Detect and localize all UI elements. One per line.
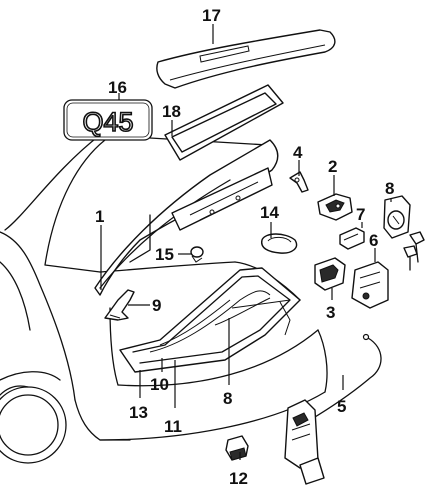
callout-11: 11 [164,417,182,436]
part-16-q45-emblem: Q45 [63,99,153,141]
callout-1: 1 [95,207,104,226]
part-3-actuator [314,257,346,291]
emblem-text: Q45 [82,107,133,137]
callout-7: 7 [356,205,365,224]
callout-2: 2 [328,157,337,176]
part-5-release-cable [309,333,382,421]
callout-14: 14 [260,203,279,222]
leader-lines [100,24,392,460]
trunk-weatherstrip [119,267,301,373]
callout-4: 4 [293,143,303,162]
callout-16: 16 [108,78,127,97]
trunk-lid [94,139,279,296]
callout-5: 5 [337,397,346,416]
callout-6: 6 [369,231,378,250]
callout-8-bottom: 8 [223,389,232,408]
callout-18: 18 [162,102,181,121]
part-17-garnish [156,29,336,89]
callout-3: 3 [326,303,335,322]
part-9-hinge [104,289,135,321]
part-12-clip [225,435,249,461]
callout-labels: 1 2 3 4 5 6 7 8 8 9 10 11 12 13 14 15 16… [95,6,394,488]
part-18-seal [164,84,284,161]
callout-13: 13 [129,403,148,422]
release-handle-assembly [284,399,325,485]
callout-17: 17 [202,6,221,25]
callout-15: 15 [155,245,174,264]
part-4-striker [289,171,309,193]
part-8-lock-cylinder [383,195,425,271]
callout-9: 9 [152,296,161,315]
callout-12: 12 [229,469,248,488]
part-14-pad [261,233,298,254]
callout-10: 10 [150,375,169,394]
part-6-lock-body [351,261,389,309]
part-7-switch [339,227,365,250]
part-2-latch [317,193,353,221]
callout-8-top: 8 [385,179,394,198]
part-15-bumper-stop [190,246,204,263]
